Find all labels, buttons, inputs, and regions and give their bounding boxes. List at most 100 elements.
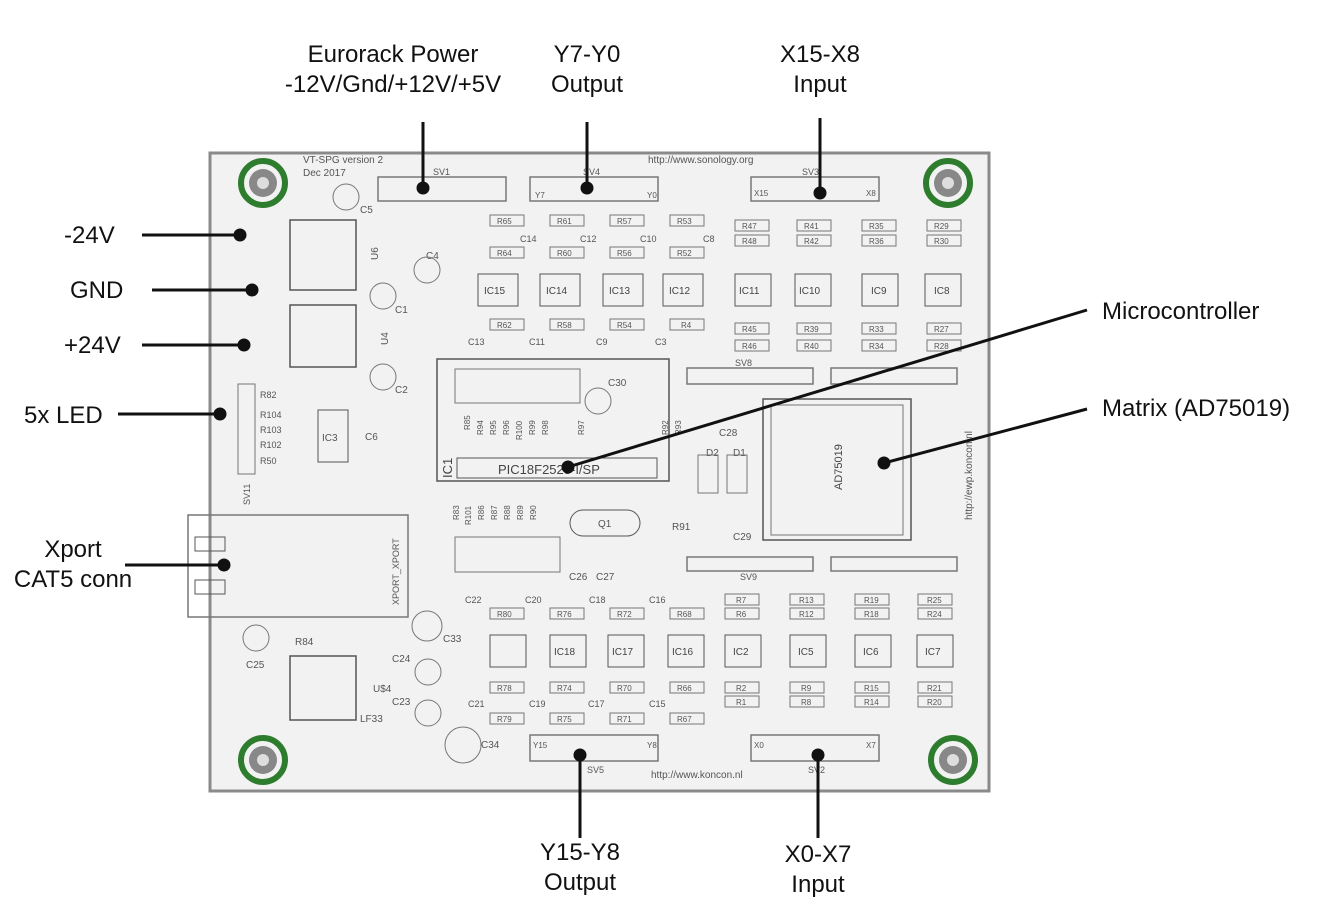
c11-label: C11 — [529, 337, 545, 347]
r87-label: R87 — [490, 505, 499, 520]
svg-text:Q1: Q1 — [598, 519, 612, 530]
callout-power: Eurorack Power -12V/Gnd/+12V/+5V — [284, 41, 502, 98]
c18-label: C18 — [589, 595, 606, 605]
r13-label: R13 — [799, 596, 814, 605]
r78-label: R78 — [497, 684, 512, 693]
r42-label: R42 — [804, 237, 819, 246]
svg-text:X0: X0 — [754, 741, 764, 750]
r4-label: R4 — [681, 321, 692, 330]
ic13-label: IC13 — [609, 286, 631, 297]
r20-label: R20 — [927, 698, 942, 707]
d2-label: D2 — [706, 448, 719, 459]
resistors-mid-rows — [489, 318, 962, 352]
ic9-label: IC9 — [871, 286, 887, 297]
r35-label: R35 — [869, 222, 884, 231]
svg-text:XPORT_XPORT: XPORT_XPORT — [391, 538, 401, 605]
c20-label: C20 — [525, 595, 542, 605]
ic14-label: IC14 — [546, 286, 568, 297]
c5-label: C5 — [360, 205, 373, 216]
mounting-hole-tr — [923, 158, 973, 208]
board-url-top: http://www.sonology.org — [648, 155, 753, 166]
resistor-array-r85 — [454, 368, 581, 404]
r83-label: R83 — [452, 505, 461, 520]
svg-text:SV4: SV4 — [583, 167, 600, 177]
callout-led: 5x LED — [24, 402, 103, 429]
r57-label: R57 — [617, 217, 632, 226]
r41-label: R41 — [804, 222, 819, 231]
r94-label: R94 — [476, 420, 485, 435]
callout-y15-y8: Y15-Y8 Output — [539, 839, 621, 896]
c17-label: C17 — [588, 699, 605, 709]
r100-label: R100 — [515, 420, 524, 440]
r48-label: R48 — [742, 237, 757, 246]
r80-label: R80 — [497, 610, 512, 619]
ic11-label: IC11 — [739, 286, 760, 297]
svg-text:X15: X15 — [754, 189, 769, 198]
r21-label: R21 — [927, 684, 942, 693]
r82-label: R82 — [260, 390, 277, 400]
r60-label: R60 — [557, 249, 572, 258]
svg-text:Y0: Y0 — [647, 191, 657, 200]
svg-text:IC3: IC3 — [322, 433, 338, 444]
r65-label: R65 — [497, 217, 512, 226]
svg-text:SV3: SV3 — [802, 167, 819, 177]
r84-label: R84 — [295, 637, 314, 648]
board-version: VT-SPG version 2 — [303, 155, 383, 166]
resistors-top-row1 — [489, 214, 962, 232]
ic-row-top — [477, 273, 962, 307]
r93-label: R93 — [674, 420, 683, 435]
c15-label: C15 — [649, 699, 666, 709]
c24-label: C24 — [392, 654, 411, 665]
c12-label: C12 — [580, 234, 597, 244]
r50-label: R50 — [260, 456, 277, 466]
r9-label: R9 — [801, 684, 812, 693]
r66-label: R66 — [677, 684, 692, 693]
svg-text:Y8: Y8 — [647, 741, 657, 750]
r61-label: R61 — [557, 217, 572, 226]
svg-text:U$4: U$4 — [373, 684, 392, 695]
r101-label: R101 — [464, 505, 473, 525]
r30-label: R30 — [934, 237, 949, 246]
callout-lines — [118, 118, 1088, 838]
c26-label: C26 — [569, 572, 588, 583]
c22-label: C22 — [465, 595, 482, 605]
ic8-label: IC8 — [934, 286, 950, 297]
r18-label: R18 — [864, 610, 879, 619]
r98-label: R98 — [541, 420, 550, 435]
r96-label: R96 — [502, 420, 511, 435]
regulator-u4: U4 — [289, 304, 391, 368]
c2-label: C2 — [395, 385, 408, 396]
c9-label: C9 — [596, 337, 608, 347]
ic6-label: IC6 — [863, 647, 879, 658]
svg-text:SV1: SV1 — [433, 167, 450, 177]
c1-label: C1 — [395, 305, 408, 316]
ic18-label: IC18 — [554, 647, 576, 658]
r15-label: R15 — [864, 684, 879, 693]
svg-text:AD75019: AD75019 — [833, 444, 845, 490]
r27-label: R27 — [934, 325, 949, 334]
ic2-label: IC2 — [733, 647, 749, 658]
svg-text:U6: U6 — [370, 247, 381, 260]
svg-text:SV9: SV9 — [740, 572, 757, 582]
svg-text:X7: X7 — [866, 741, 876, 750]
svg-text:SV11: SV11 — [242, 484, 252, 505]
r7-label: R7 — [736, 596, 747, 605]
r102-label: R102 — [260, 440, 282, 450]
microcontroller-chip: PIC18F2523-I/SP IC1 — [436, 358, 670, 482]
svg-text:SV5: SV5 — [587, 765, 604, 775]
r29-label: R29 — [934, 222, 949, 231]
r71-label: R71 — [617, 715, 632, 724]
callout-plus24v: +24V — [64, 332, 121, 359]
callout-x0-x7: X0-X7 Input — [784, 841, 852, 898]
ic7-label: IC7 — [925, 647, 941, 658]
r89-label: R89 — [516, 505, 525, 520]
callout-y7-y0: Y7-Y0 Output — [550, 41, 624, 98]
svg-text:IC1: IC1 — [440, 458, 455, 478]
svg-text:X8: X8 — [866, 189, 876, 198]
c10-label: C10 — [640, 234, 657, 244]
c29-label: C29 — [733, 532, 752, 543]
led-header: SV11 — [237, 383, 256, 505]
r67-label: R67 — [677, 715, 692, 724]
svg-text:SV8: SV8 — [735, 358, 752, 368]
